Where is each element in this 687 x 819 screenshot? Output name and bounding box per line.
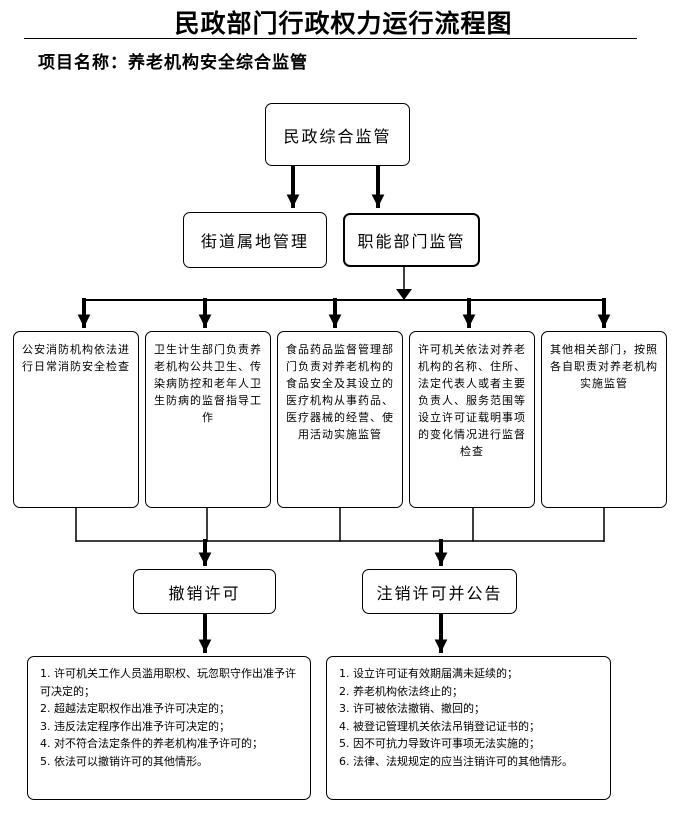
revoke-item: 3. 违反法定程序作出准予许可决定的；	[40, 719, 230, 733]
node-revoke-license: 撤销许可	[133, 569, 276, 614]
node-functional-department: 职能部门监管	[343, 213, 480, 267]
node-civil-affairs-supervision: 民政综合监管	[265, 103, 410, 166]
revoke-item: 1. 许可机关工作人员滥用职权、玩忽职守作出准予许可决定的；	[40, 667, 296, 698]
project-name: 项目名称：养老机构安全综合监管	[38, 53, 308, 73]
node-agency-other: 其他相关部门，按照各自职责对养老机构实施监管	[541, 331, 667, 508]
node-agency-food-drug: 食品药品监督管理部门负责对养老机构的食品安全及其设立的医疗机构从事药品、医疗器械…	[277, 331, 403, 508]
node-street-management: 街道属地管理	[183, 212, 327, 268]
cancel-item: 5. 因不可抗力导致许可事项无法实施的；	[339, 737, 540, 750]
node-agency-fire: 公安消防机构依法进行日常消防安全检查	[13, 331, 139, 508]
revoke-item: 5. 依法可以撤销许可的其他情形。	[40, 754, 208, 768]
cancel-item: 6. 法律、法规规定的应当注销许可的其他情形。	[339, 754, 573, 768]
node-cancel-license: 注销许可并公告	[362, 569, 517, 614]
title-underline	[24, 38, 637, 39]
cancel-item: 2. 养老机构依法终止的；	[339, 684, 463, 698]
arrowhead-functional	[396, 289, 412, 300]
node-agency-licensing: 许可机关依法对养老机构的名称、住所、法定代表人或者主要负责人、服务范围等设立许可…	[409, 331, 535, 508]
cancel-item: 4. 被登记管理机关依法吊销登记证书的；	[339, 719, 540, 733]
page-title: 民政部门行政权力运行流程图	[174, 9, 513, 38]
revoke-item: 4. 对不符合法定条件的养老机构准予许可的；	[40, 737, 263, 750]
cancel-item: 1. 设立许可证有效期届满未延续的；	[339, 667, 518, 680]
cancel-item: 3. 许可被依法撤销、撤回的；	[339, 702, 485, 715]
revoke-conditions-list: 1. 许可机关工作人员滥用职权、玩忽职守作出准予许可决定的； 2. 超越法定职权…	[27, 656, 311, 800]
node-agency-health: 卫生计生部门负责养老机构公共卫生、传染病防控和老年人卫生防病的监督指导工作	[145, 331, 271, 508]
revoke-item: 2. 超越法定职权作出准予许可决定的；	[40, 702, 230, 715]
cancel-conditions-list: 1. 设立许可证有效期届满未延续的； 2. 养老机构依法终止的； 3. 许可被依…	[326, 656, 611, 800]
